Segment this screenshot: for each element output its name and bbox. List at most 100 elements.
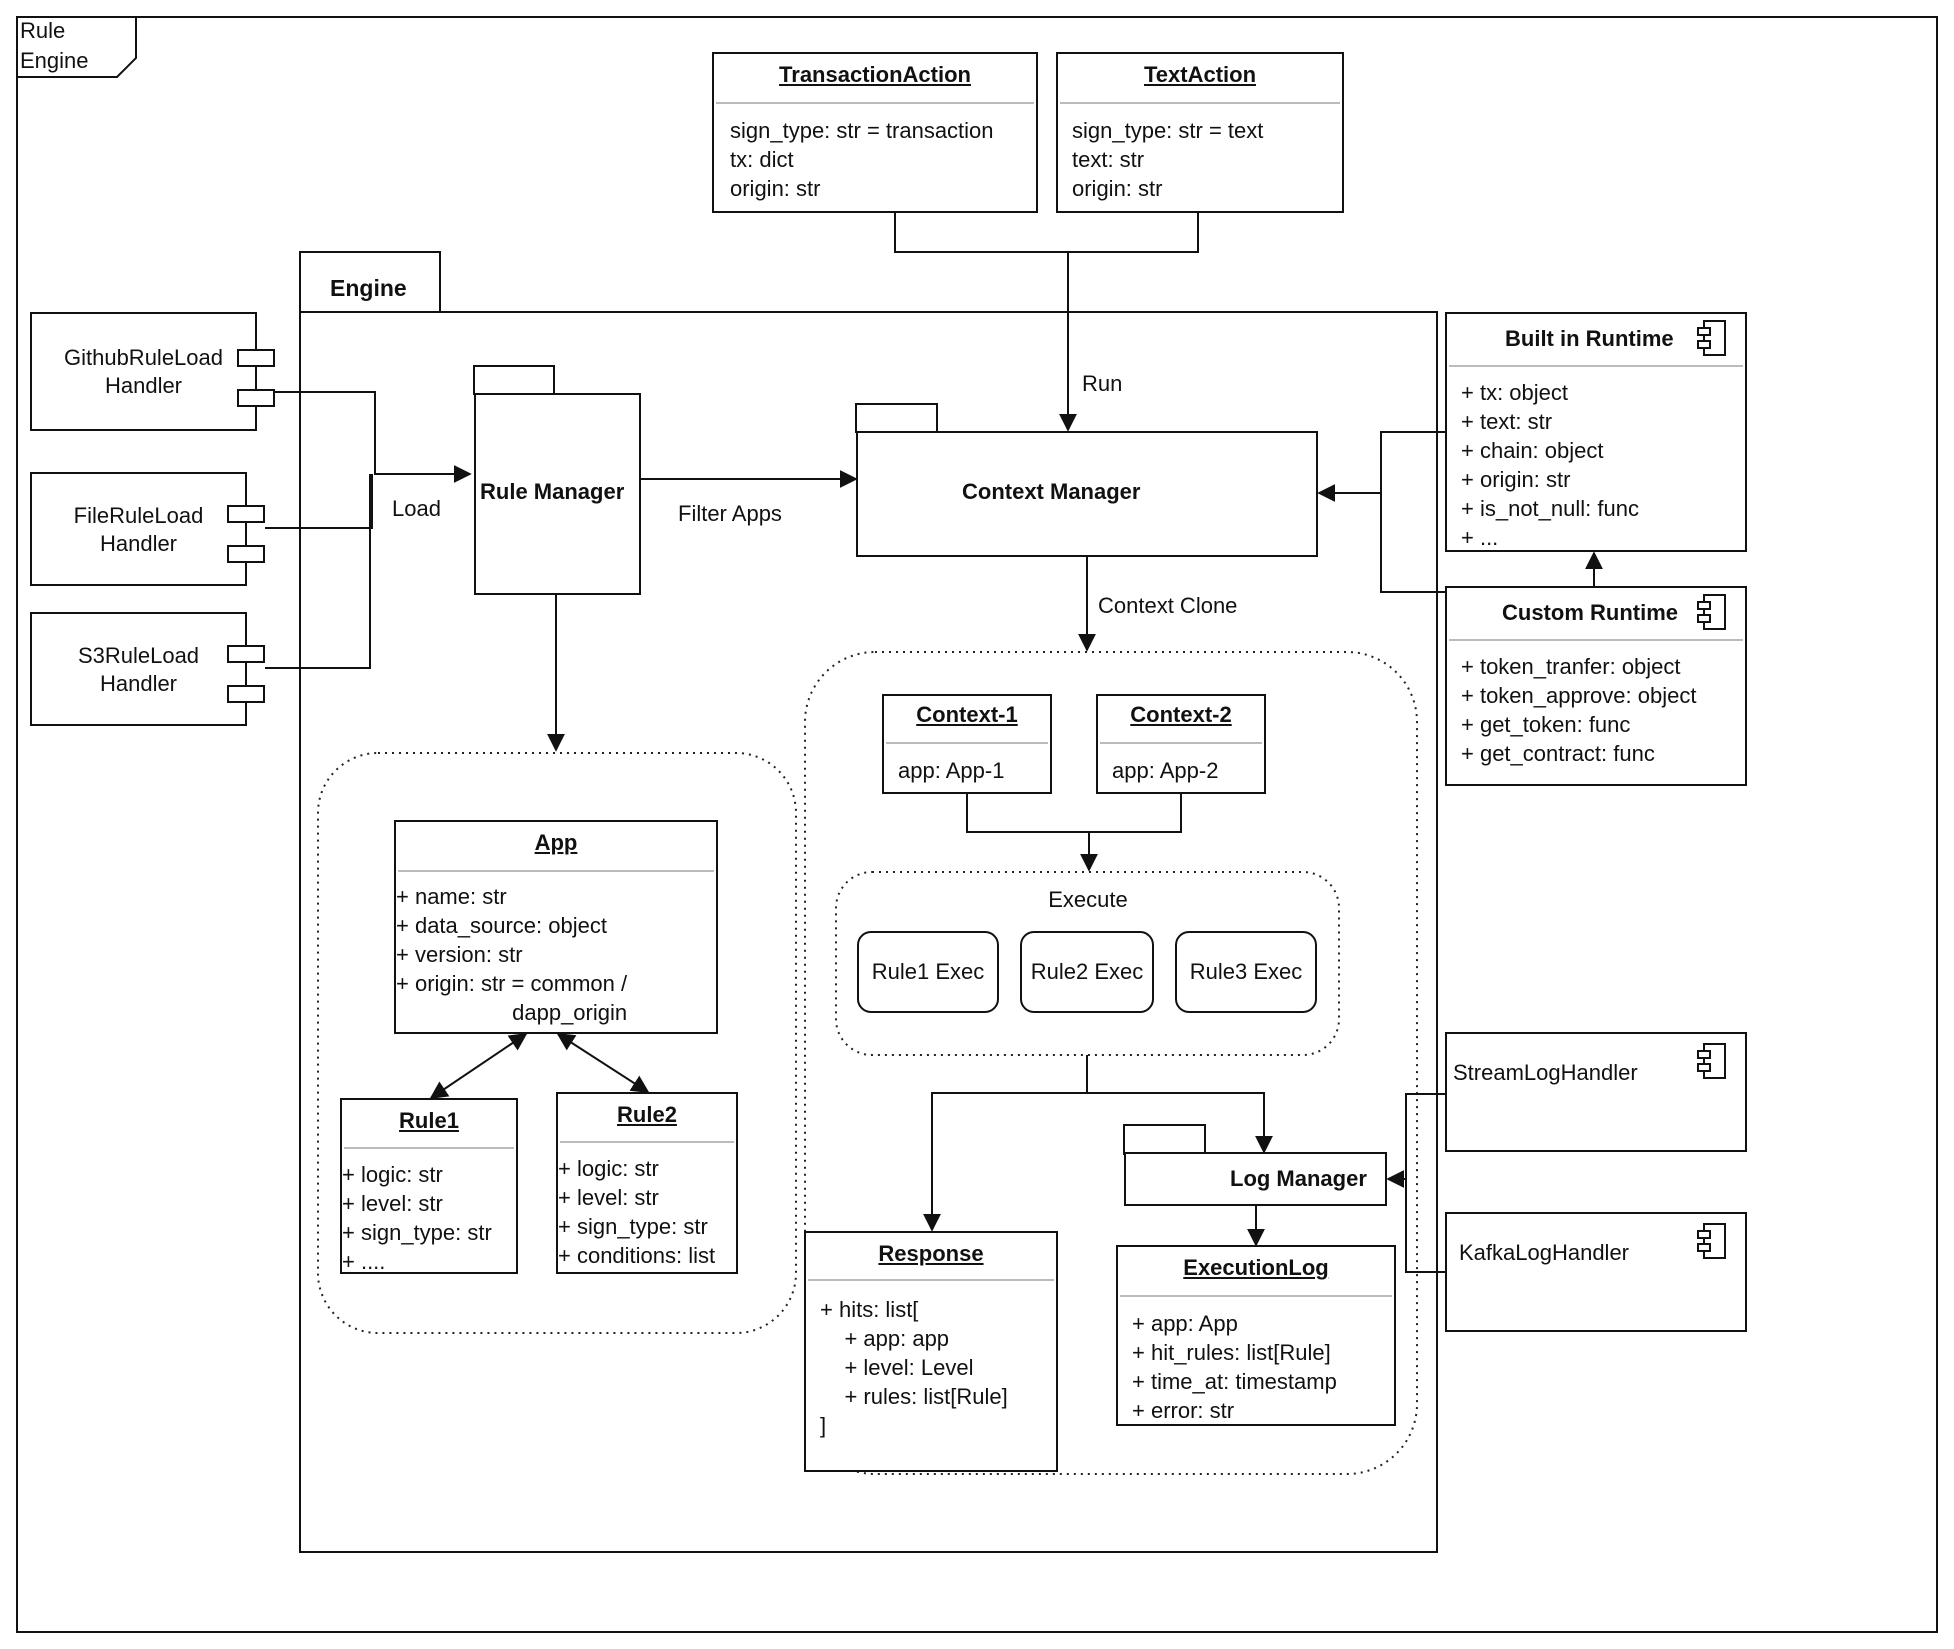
- port-icon: [237, 349, 275, 367]
- field: + text: str: [1461, 409, 1553, 434]
- execution-log-class: ExecutionLog + app: App + hit_rules: lis…: [1116, 1245, 1396, 1426]
- handler-label: Handler: [104, 373, 183, 398]
- class-divider: [808, 1279, 1054, 1281]
- port-icon: [227, 685, 265, 703]
- builtin-runtime-fields: + tx: object + text: str + chain: object…: [1461, 378, 1639, 552]
- engine-label: Engine: [330, 275, 407, 301]
- component-icon: [1697, 1043, 1726, 1079]
- field: + is_not_null: func: [1461, 496, 1639, 521]
- field: + level: str: [342, 1191, 443, 1216]
- file-load-line: [265, 474, 373, 529]
- field: + logic: str: [342, 1162, 443, 1187]
- custom-runtime-fields: + token_tranfer: object + token_approve:…: [1461, 652, 1696, 768]
- class-divider: [886, 742, 1048, 744]
- field: + origin: str: [1461, 467, 1571, 492]
- handler-label: GithubRuleLoad: [63, 345, 223, 370]
- field: + level: str: [558, 1185, 659, 1210]
- class-divider: [1449, 365, 1743, 367]
- builtin-runtime-component: Built in Runtime + tx: object + text: st…: [1445, 312, 1747, 552]
- class-divider: [1120, 1295, 1392, 1297]
- port-icon: [237, 389, 275, 407]
- app-group-boundary: [317, 752, 797, 1334]
- file-rule-load-handler: FileRuleLoad Handler: [30, 472, 247, 586]
- field: sign_type: str = text: [1072, 118, 1264, 143]
- field: + data_source: object: [396, 913, 607, 938]
- field: + logic: str: [558, 1156, 659, 1181]
- rule2-exec-node: Rule2 Exec: [1020, 931, 1154, 1013]
- app-rule1-association: [429, 1032, 528, 1100]
- execution-log-fields: + app: App + hit_rules: list[Rule] + tim…: [1132, 1309, 1337, 1425]
- field: + error: str: [1132, 1398, 1235, 1423]
- rule1-exec-node: Rule1 Exec: [857, 931, 999, 1013]
- kafka-log-handler-component: KafkaLogHandler: [1445, 1212, 1747, 1332]
- execute-to-log-manager-arrow: [1087, 1092, 1273, 1154]
- context-2-class: Context-2 app: App-2: [1096, 694, 1266, 794]
- outer-frame: [16, 16, 1938, 1633]
- field: + hit_rules: list[Rule]: [1132, 1340, 1331, 1365]
- context-clone-label: Context Clone: [1098, 593, 1238, 618]
- field: + token_approve: object: [1461, 683, 1697, 708]
- field: + version: str: [396, 942, 523, 967]
- stream-log-handler-component: StreamLogHandler: [1445, 1032, 1747, 1152]
- s3-load-line: [265, 474, 371, 669]
- field: + conditions: list: [558, 1243, 716, 1268]
- component-icon: [1697, 594, 1726, 630]
- text-action-title: TextAction: [1143, 62, 1257, 87]
- log-manager-label: Log Manager: [1230, 1166, 1367, 1191]
- field: + level: Level: [820, 1355, 974, 1380]
- rule3-exec-node: Rule3 Exec: [1175, 931, 1317, 1013]
- frame-title-line1: Rule: [20, 18, 66, 43]
- rule2-class: Rule2 + logic: str + level: str + sign_t…: [556, 1092, 738, 1274]
- context-group-boundary: [804, 651, 1418, 1475]
- log-manager-package: Log Manager: [1124, 1152, 1387, 1206]
- field: + chain: object: [1461, 438, 1604, 463]
- app-class: App + name: str + data_source: object + …: [394, 820, 718, 1034]
- app-title: App: [534, 830, 578, 855]
- app-fields: + name: str + data_source: object + vers…: [396, 882, 627, 1027]
- execute-to-response-arrow: [923, 1055, 1088, 1232]
- context-manager-tab: [855, 403, 938, 433]
- field: + get_contract: func: [1461, 741, 1655, 766]
- field: ]: [820, 1413, 827, 1438]
- field: origin: str: [1072, 176, 1163, 201]
- field: + time_at: timestamp: [1132, 1369, 1337, 1394]
- kafka-log-handler-label: KafkaLogHandler: [1459, 1240, 1630, 1265]
- port-icon: [227, 505, 265, 523]
- text-action-class: TextAction sign_type: str = text text: s…: [1056, 52, 1344, 213]
- response-class: Response + hits: list[ + app: app + leve…: [804, 1231, 1058, 1472]
- field: + ...: [1461, 525, 1499, 550]
- response-title: Response: [878, 1241, 984, 1266]
- run-label: Run: [1082, 371, 1123, 396]
- field: origin: str: [730, 176, 821, 201]
- handler-label: Handler: [99, 671, 178, 696]
- context-manager-package: Context Manager: [856, 431, 1318, 557]
- rule-manager-label: Rule Manager: [480, 479, 625, 504]
- field: dapp_origin: [396, 1000, 628, 1025]
- github-load-arrow: [275, 391, 472, 483]
- execution-log-title: ExecutionLog: [1183, 1255, 1329, 1280]
- actions-merge-line: [894, 212, 1199, 253]
- field: + get_token: func: [1461, 712, 1631, 737]
- s3-rule-load-handler: S3RuleLoad Handler: [30, 612, 247, 726]
- port-icon: [227, 645, 265, 663]
- execute-label: Execute: [1048, 887, 1128, 912]
- response-fields: + hits: list[ + app: app + level: Level …: [820, 1295, 1008, 1440]
- context-2-title: Context-2: [1130, 702, 1232, 727]
- runtime-bracket: [1380, 431, 1445, 593]
- transaction-action-fields: sign_type: str = transaction tx: dict or…: [730, 116, 994, 203]
- contexts-merge-line: [966, 793, 1182, 833]
- execute-group-boundary: [835, 871, 1340, 1056]
- field: + sign_type: str: [558, 1214, 708, 1239]
- rule-manager-package: Rule Manager: [474, 393, 641, 595]
- transaction-action-class: TransactionAction sign_type: str = trans…: [712, 52, 1038, 213]
- rule1-title: Rule1: [399, 1108, 459, 1133]
- context-1-class: Context-1 app: App-1: [882, 694, 1052, 794]
- field: text: str: [1072, 147, 1145, 172]
- context-manager-label: Context Manager: [962, 479, 1141, 504]
- field: + app: app: [820, 1326, 950, 1351]
- handler-label: S3RuleLoad: [77, 643, 200, 668]
- field: tx: dict: [730, 147, 794, 172]
- class-divider: [716, 102, 1034, 104]
- class-divider: [398, 870, 714, 872]
